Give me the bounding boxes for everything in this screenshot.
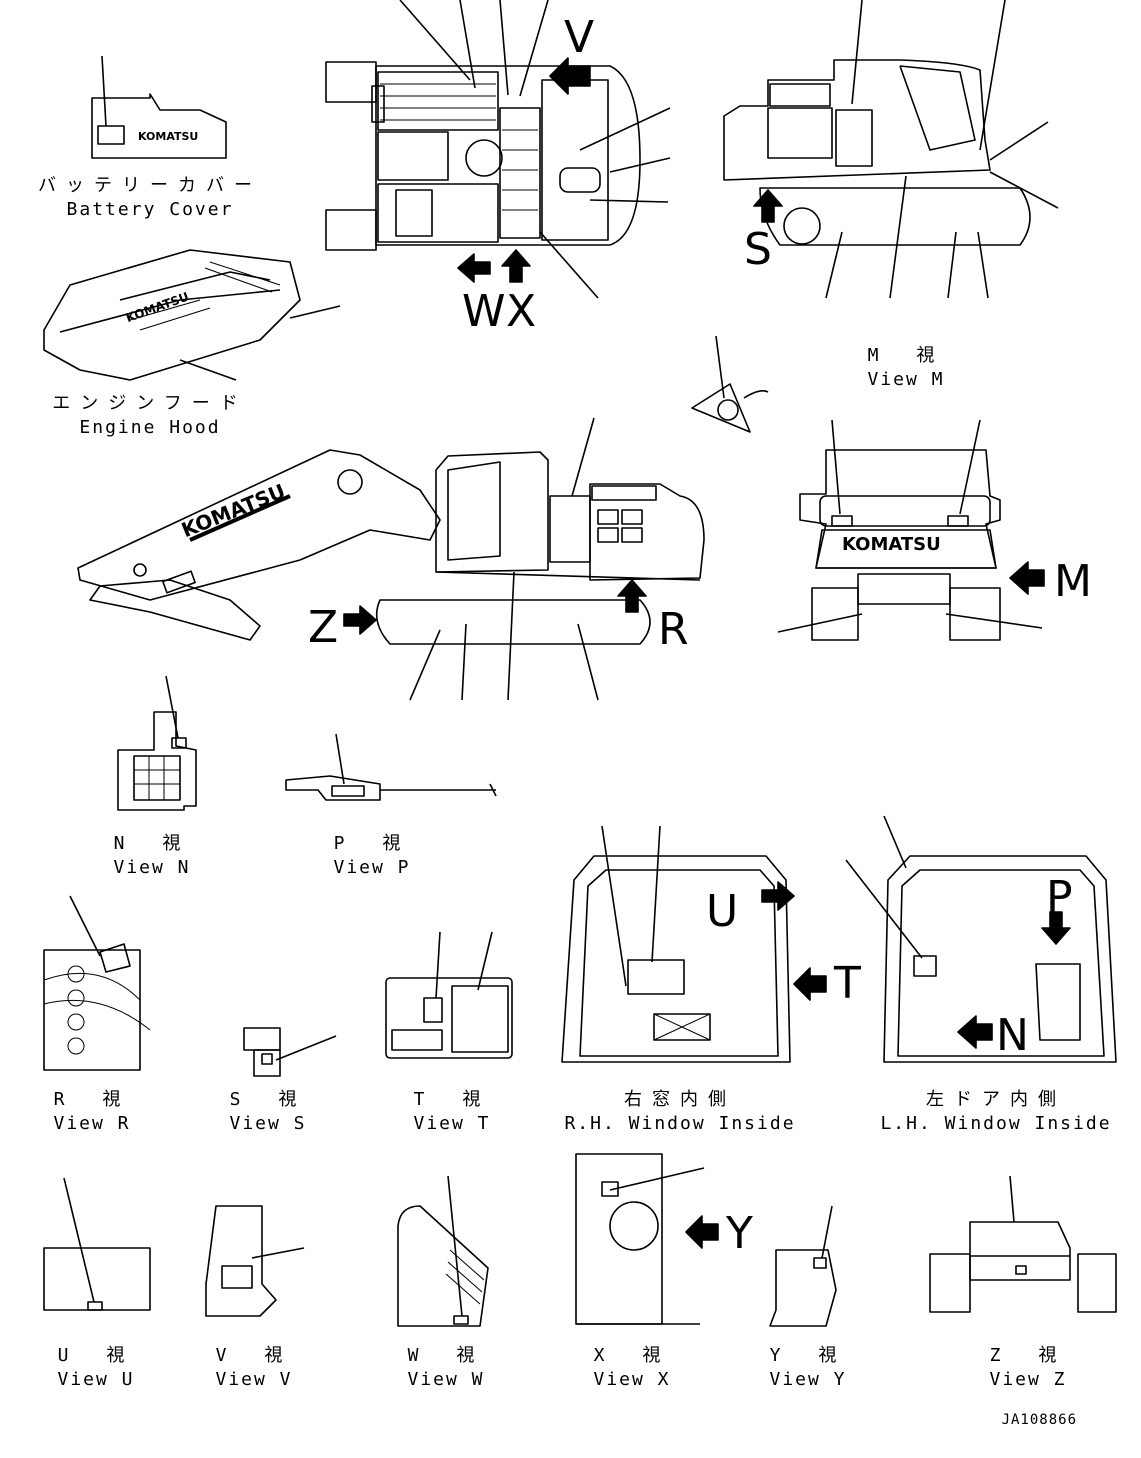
label-view-n: N 視 View N xyxy=(113,832,190,880)
label-jp: R 視 xyxy=(53,1089,131,1110)
label-view-w: W 視 View W xyxy=(407,1344,484,1392)
arrow-letter-r: R xyxy=(658,604,689,655)
label-jp: P 視 xyxy=(333,833,411,854)
label-en: View S xyxy=(229,1113,307,1134)
label-jp: 右窓内側 xyxy=(623,1089,736,1110)
arrow-letter-n: N xyxy=(996,1010,1029,1061)
engine-hood xyxy=(43,249,341,381)
label-jp: バッテリーカバー xyxy=(38,175,262,196)
view-v-detail xyxy=(205,1205,305,1317)
label-view-y: Y 視 View Y xyxy=(769,1344,846,1392)
label-en: View Y xyxy=(769,1369,847,1390)
label-en: View M xyxy=(867,369,945,390)
label-en: View V xyxy=(215,1369,293,1390)
label-jp: X 視 xyxy=(593,1345,671,1366)
arrow-letter-x: X xyxy=(506,286,537,337)
label-battery-cover: バッテリーカバー Battery Cover xyxy=(38,174,262,222)
arrow-letter-s: S xyxy=(744,224,772,275)
label-view-z: Z 視 View Z xyxy=(989,1344,1066,1392)
label-view-v: V 視 View V xyxy=(215,1344,292,1392)
label-en: R.H. Window Inside xyxy=(564,1113,796,1134)
arrow-letter-t: T xyxy=(834,958,861,1009)
top-view-machine xyxy=(325,0,671,299)
label-jp: U 視 xyxy=(57,1345,135,1366)
battery-cover xyxy=(91,55,227,159)
label-engine-hood: エンジンフード Engine Hood xyxy=(52,392,247,440)
arrow-letter-m: M xyxy=(1054,556,1092,607)
arrow-letter-p: P xyxy=(1046,872,1073,923)
label-jp: Y 視 xyxy=(769,1345,847,1366)
arrow-letter-w: W xyxy=(462,286,506,337)
view-y-detail xyxy=(769,1205,837,1327)
label-en: Battery Cover xyxy=(66,199,234,220)
tag-plate xyxy=(691,335,769,433)
view-n-detail xyxy=(117,675,197,811)
label-en: View Z xyxy=(989,1369,1067,1390)
view-p-detail xyxy=(285,733,497,801)
label-jp: W 視 xyxy=(407,1345,485,1366)
label-en: View N xyxy=(113,857,191,878)
label-jp: 左ドア内側 xyxy=(925,1089,1066,1110)
label-jp: T 視 xyxy=(413,1089,491,1110)
label-en: View P xyxy=(333,857,411,878)
arrow-letter-z: Z xyxy=(308,602,339,653)
label-jp: S 視 xyxy=(229,1089,307,1110)
label-jp: M 視 xyxy=(867,345,945,366)
brand-rear: KOMATSU xyxy=(842,534,941,555)
view-x-detail xyxy=(575,1153,719,1325)
main-excavator xyxy=(77,417,705,701)
label-jp: V 視 xyxy=(215,1345,293,1366)
label-jp: エンジンフード xyxy=(52,393,248,414)
label-view-u: U 視 View U xyxy=(57,1344,134,1392)
view-u-detail xyxy=(43,1177,151,1311)
label-rh-window-inside: 右窓内側 R.H. Window Inside xyxy=(564,1088,795,1136)
arrow-letter-u: U xyxy=(706,886,739,937)
label-en: View X xyxy=(593,1369,671,1390)
label-view-s: S 視 View S xyxy=(229,1088,306,1136)
arrow-letter-y: Y xyxy=(726,1208,753,1259)
brand-battery: KOMATSU xyxy=(138,130,199,143)
arrow-letter-v: V xyxy=(564,12,595,63)
view-z-detail xyxy=(929,1175,1117,1313)
lh-window-inside xyxy=(845,815,1117,1063)
label-view-m: M 視 View M xyxy=(867,344,944,392)
label-en: View U xyxy=(57,1369,135,1390)
label-en: L.H. Window Inside xyxy=(880,1113,1112,1134)
rh-window-inside xyxy=(561,825,827,1063)
label-view-p: P 視 View P xyxy=(333,832,410,880)
rear-view-machine xyxy=(777,419,1045,641)
view-s-detail xyxy=(243,1027,337,1077)
view-r-detail xyxy=(43,895,151,1071)
view-t-detail xyxy=(385,931,513,1059)
label-view-x: X 視 View X xyxy=(593,1344,670,1392)
drawing-code: JA108866 xyxy=(1001,1412,1077,1428)
label-jp: N 視 xyxy=(113,833,191,854)
label-view-r: R 視 View R xyxy=(53,1088,130,1136)
label-en: Engine Hood xyxy=(79,417,221,438)
label-jp: Z 視 xyxy=(989,1345,1067,1366)
label-en: View T xyxy=(413,1113,491,1134)
label-view-t: T 視 View T xyxy=(413,1088,490,1136)
label-lh-window-inside: 左ドア内側 L.H. Window Inside xyxy=(880,1088,1111,1136)
label-en: View R xyxy=(53,1113,131,1134)
side-view-machine xyxy=(723,0,1059,299)
label-en: View W xyxy=(407,1369,485,1390)
view-w-detail xyxy=(397,1175,489,1327)
